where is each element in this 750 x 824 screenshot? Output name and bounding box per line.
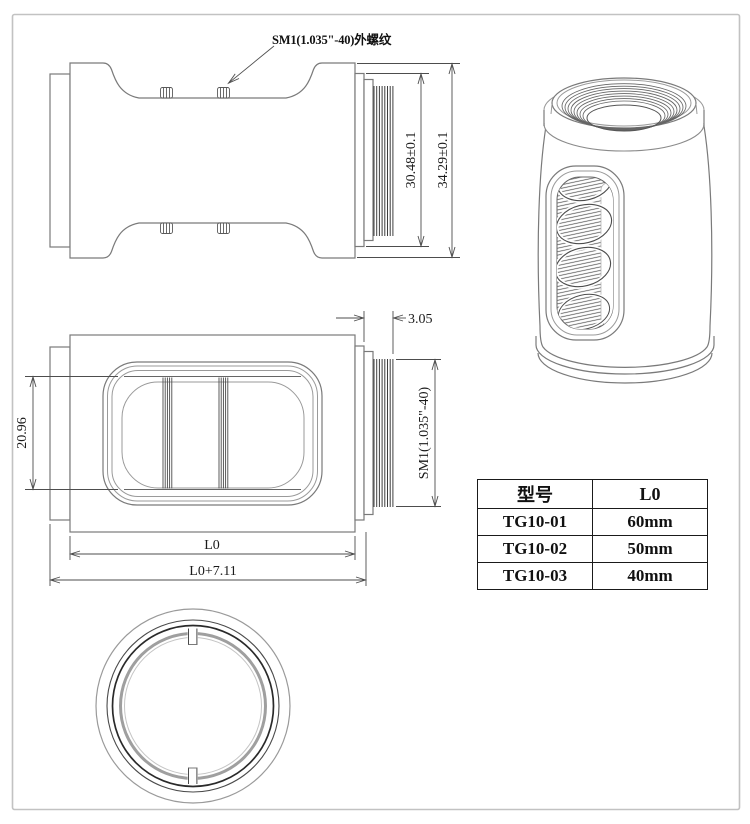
dim-thread-spec: [396, 358, 441, 508]
dim-inner-length-value: L0: [204, 538, 220, 553]
internal-thread-ellipses: [561, 83, 687, 132]
dim-thread-length: [336, 311, 406, 354]
thread-callout-leader: [227, 45, 275, 85]
dim-body-od: [357, 62, 460, 259]
thread-callout-label: SM1(1.035"-40)外螺纹: [272, 32, 392, 47]
model-table: 型号 L0 TG10-01 60mm TG10-02 50mm TG10-03 …: [477, 479, 708, 590]
rod-notches: [187, 628, 198, 784]
knurl-bumps: [160, 87, 230, 234]
dim-overall-length-value: L0+7.11: [189, 564, 236, 579]
dim-stepring: [366, 72, 429, 248]
step-ring-profile: [354, 72, 365, 248]
dim-stepring-value: 30.48±0.1: [404, 132, 419, 189]
table-header-l0: L0: [592, 479, 708, 509]
body-profile: [69, 62, 356, 259]
table-cell-l0: 40mm: [592, 562, 708, 590]
viewing-window: [102, 361, 323, 506]
left-cap-profile: [49, 73, 71, 248]
threaded-opening: [550, 77, 698, 132]
cutaway-window: [545, 165, 625, 341]
step-diameter-circle: [106, 619, 280, 793]
dim-window-height: [25, 375, 118, 491]
front-view: 20.96 3.05 SM1(1.035"-40) L0 L0+7.11: [15, 311, 441, 586]
dim-window-height-value: 20.96: [15, 417, 30, 449]
table-header-row: 型号 L0: [477, 479, 708, 509]
table-cell-model: TG10-03: [477, 562, 593, 590]
bore-circle: [111, 624, 275, 788]
bore-ellipse: [586, 104, 662, 132]
bottom-flange: [535, 336, 715, 384]
dim-thread-length-value: 3.05: [408, 312, 433, 327]
end-view: [95, 608, 291, 804]
table-cell-model: TG10-01: [477, 508, 593, 536]
table-row: TG10-01 60mm: [477, 508, 708, 536]
table-cell-l0: 60mm: [592, 508, 708, 536]
left-cap-front: [49, 346, 71, 521]
side-section-view: SM1(1.035"-40)外螺纹 30.48±0.1 34.29±0.1: [49, 32, 460, 259]
table-row: TG10-02 50mm: [477, 535, 708, 563]
step-ring-front: [354, 345, 365, 521]
dim-inner-length: [69, 536, 356, 560]
external-thread-lines-front: [373, 359, 394, 507]
table-header-model: 型号: [477, 479, 593, 509]
dim-overall-length: [49, 524, 367, 586]
table-cell-l0: 50mm: [592, 535, 708, 563]
iso-view: [535, 77, 715, 384]
thread-base-front: [363, 350, 374, 516]
table-row: TG10-03 40mm: [477, 562, 708, 590]
dim-body-od-value: 34.29±0.1: [436, 132, 451, 189]
retaining-rods: [162, 377, 229, 489]
table-cell-model: TG10-02: [477, 535, 593, 563]
external-thread-lines: [373, 86, 394, 236]
body-front: [69, 334, 356, 533]
dim-thread-spec-value: SM1(1.035"-40): [417, 386, 432, 479]
thread-base-profile: [363, 78, 374, 242]
